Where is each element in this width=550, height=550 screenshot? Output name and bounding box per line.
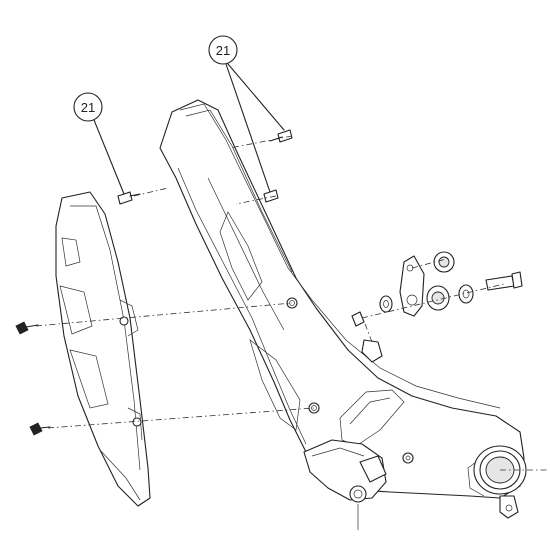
linkage-hardware (351, 251, 523, 327)
callout-21-left-label: 21 (81, 100, 95, 115)
screw-top-right (269, 129, 293, 143)
callout-21-top-label: 21 (216, 43, 230, 58)
callout-21-left: 21 (73, 92, 125, 195)
screw-left-upper (15, 321, 39, 335)
callout-21-top: 21 (208, 35, 285, 193)
screw-top-left (117, 191, 141, 205)
assembly-lines (35, 135, 548, 471)
screw-top-mid (263, 189, 279, 203)
screw-left-lower (29, 422, 51, 436)
side-cover-part (55, 191, 151, 507)
swingarm-part (159, 99, 527, 530)
